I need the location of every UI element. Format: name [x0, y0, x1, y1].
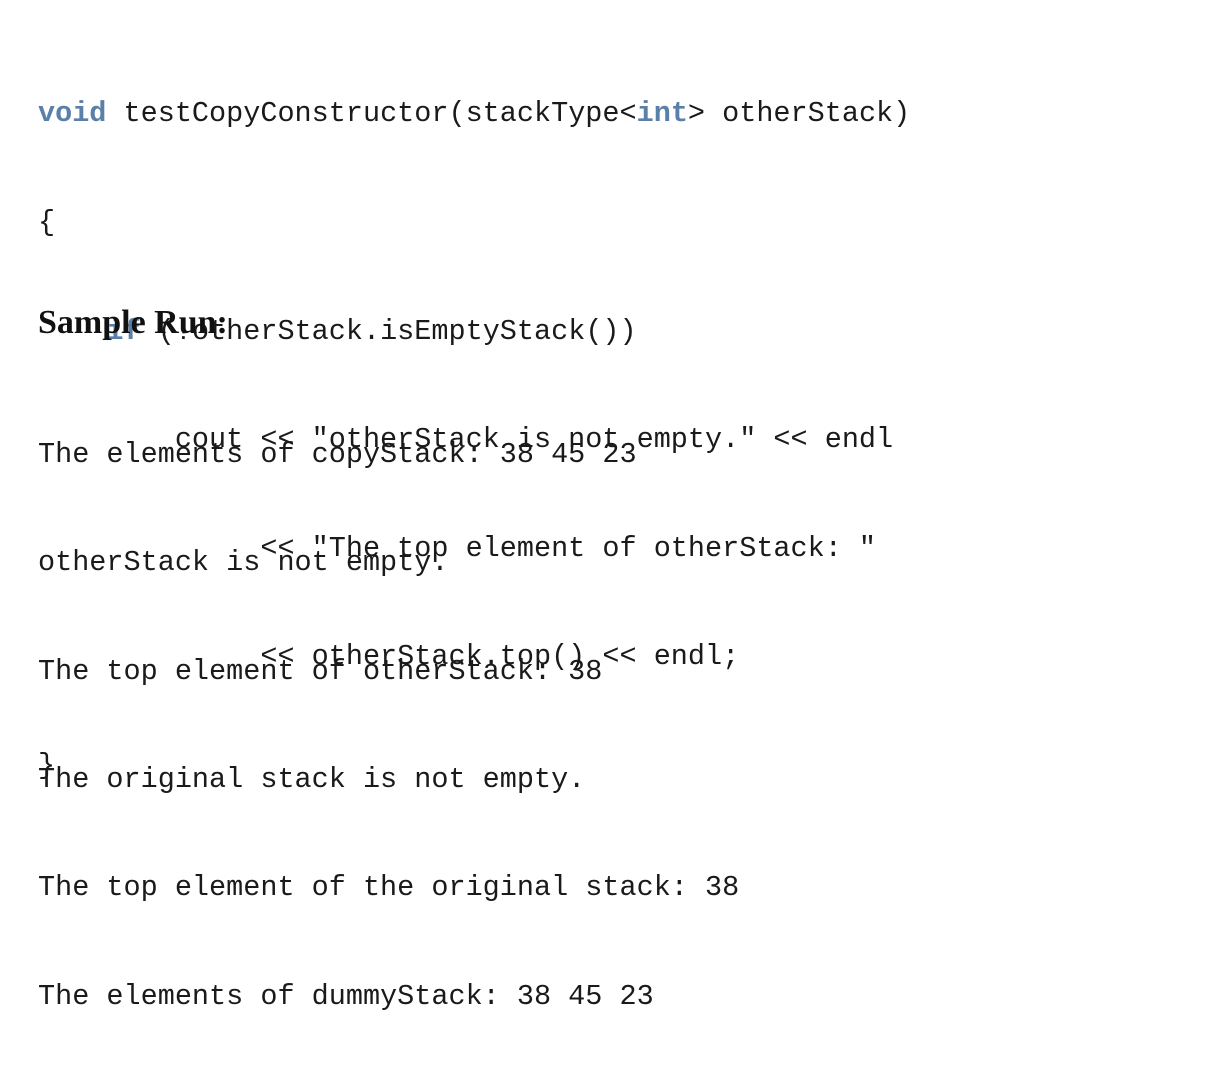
code-line-1: void testCopyConstructor(stackType<int> …: [38, 96, 1188, 132]
keyword-void: void: [38, 97, 107, 131]
code-line-4: cout << "otherStack is not empty." << en…: [38, 423, 894, 457]
code-block: void testCopyConstructor(stackType<int> …: [38, 24, 1188, 857]
keyword-int: int: [636, 97, 688, 131]
document-page: void testCopyConstructor(stackType<int> …: [38, 24, 1188, 1012]
code-text: (!otherStack.isEmptyStack()): [140, 314, 637, 348]
code-text: > otherStack): [687, 97, 911, 131]
output-line: The original stack is not empty.: [38, 763, 586, 797]
output-line: The top element of the original stack: 3…: [38, 871, 740, 905]
sample-run-heading: Sample Run:: [38, 304, 228, 341]
output-line: The elements of dummyStack: 38 45 23: [38, 979, 654, 1013]
output-line: The top element of otherStack: 38: [38, 654, 603, 688]
code-line-5: << "The top element of otherStack: ": [38, 531, 877, 565]
output-line: otherStack is not empty.: [38, 546, 449, 580]
sample-output: The elements of copyStack: 38 45 23 othe…: [38, 365, 739, 1087]
code-line-6: << otherStack.top() << endl;: [38, 640, 740, 674]
keyword-if: if: [106, 314, 141, 348]
output-line: The elements of copyStack: 38 45 23: [38, 438, 637, 472]
code-line-3: if (!otherStack.isEmptyStack()): [38, 314, 1188, 350]
code-text: testCopyConstructor(stackType<: [106, 97, 637, 131]
code-line-2: {: [38, 206, 56, 239]
